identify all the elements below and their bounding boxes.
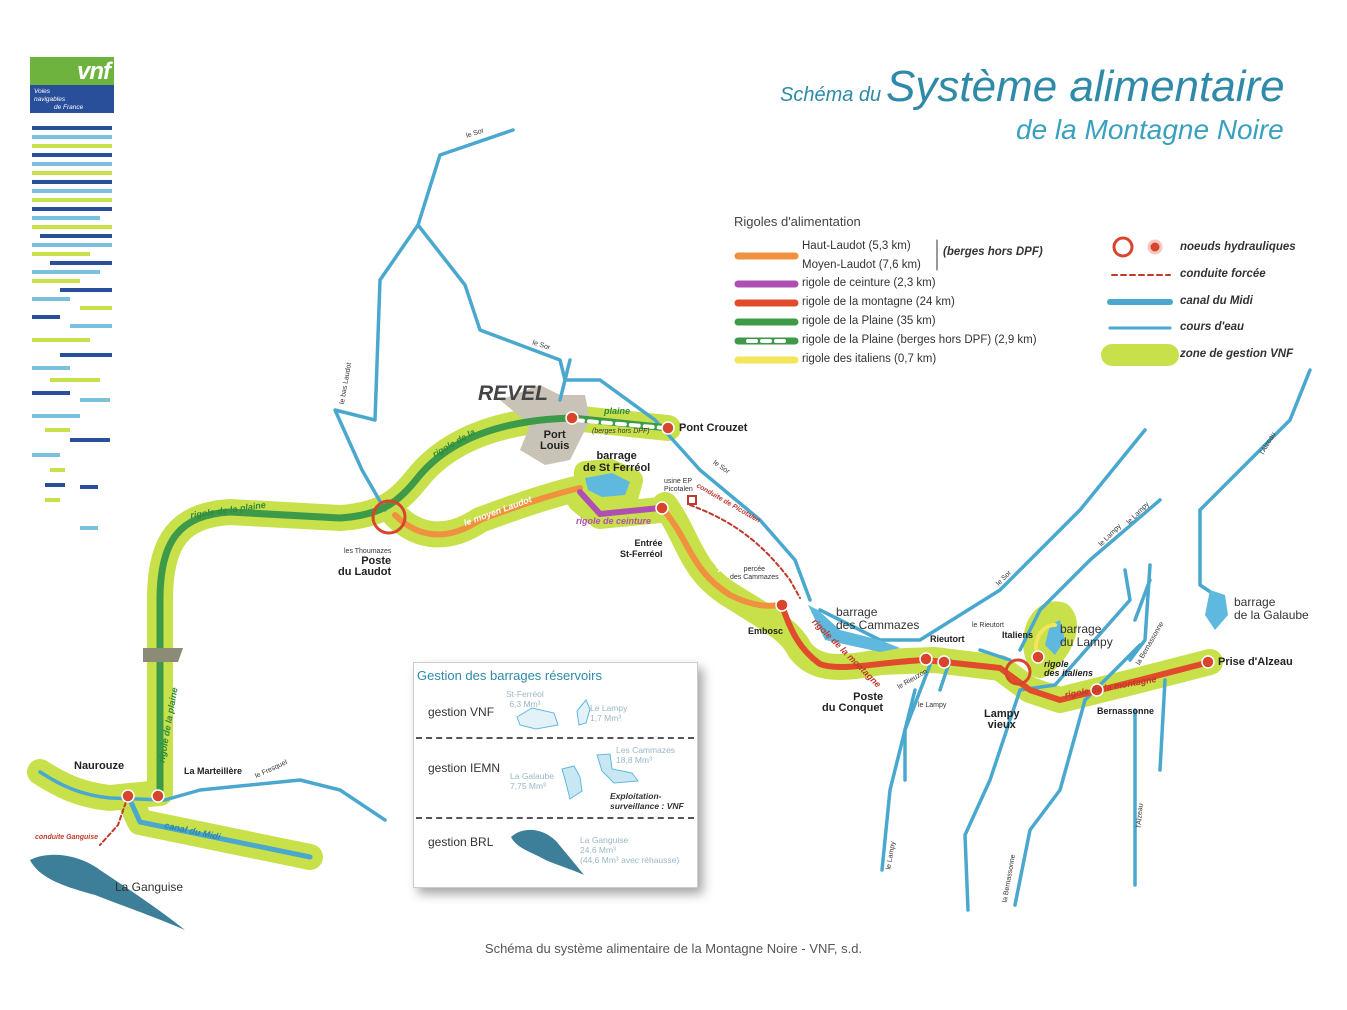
legend-swatches	[734, 236, 1179, 366]
legend-item-haut-laudot: Haut-Laudot (5,3 km)	[802, 240, 911, 252]
cammazes-shape	[596, 753, 639, 784]
label-poste-du-laudot: Poste du Laudot	[338, 555, 392, 578]
lake-ganguise	[30, 854, 185, 930]
gestion-row-vnf-label: gestion VNF	[428, 705, 495, 719]
major-node-lampy	[1004, 658, 1032, 686]
label-embosc: Embosc	[748, 626, 784, 636]
usine-picotalen-icon	[687, 495, 697, 505]
hydraulic-nodes	[121, 411, 1215, 803]
rivers	[38, 128, 1312, 912]
legend-item-canal: canal du Midi	[1180, 295, 1253, 307]
gestion-lampy: Le Lampy 1,7 Mm³	[590, 703, 628, 723]
rigole-plaine-berges-hors-dpf	[573, 418, 667, 430]
moyen-laudot	[392, 485, 583, 538]
gestion-st-ferreol: St-Ferréol 6,3 Mm³	[506, 689, 544, 709]
gestion-exploitation-note: Exploitation- surveillance : VNF	[610, 791, 684, 811]
gestion-panel: Gestion des barrages réservoirs gestion …	[413, 662, 698, 888]
revel-area	[500, 385, 590, 465]
label-barrage-de-la-galaube: barrage de la Galaube	[1234, 595, 1309, 622]
logo-tagline-1: Voies	[34, 88, 51, 95]
logo-word: vnf	[77, 58, 111, 85]
label-port-louis: Port Louis	[540, 429, 570, 452]
legend-item-italiens: rigole des italiens (0,7 km)	[802, 353, 937, 365]
legend-item-ceinture: rigole de ceinture (2,3 km)	[802, 277, 936, 289]
title-subtitle: de la Montagne Noire	[1016, 114, 1284, 145]
legend-item-plaine-berges: rigole de la Plaine (berges hors DPF) (2…	[802, 334, 1037, 346]
separator	[416, 737, 694, 739]
label-la-marteillere: La Marteillère	[184, 766, 243, 776]
lampy-shape	[576, 699, 591, 726]
legend-item-zone-vnf: zone de gestion VNF	[1180, 348, 1294, 360]
label-berges: (berges hors DPF)	[592, 428, 650, 435]
label-barrage-st-ferreol: barrage de St Ferréol	[583, 450, 651, 474]
label-bernassonne: Bernassonne	[1097, 706, 1155, 716]
label-revel: REVEL	[478, 382, 549, 405]
vnf-logo: vnf Voies navigables de France	[30, 57, 114, 113]
label-plaine: plaine	[604, 406, 631, 416]
reservoirs	[585, 473, 1228, 655]
legend-berges-note: (berges hors DPF)	[943, 246, 1043, 258]
logo-tagline-3: de France	[54, 104, 84, 111]
label-rigole-des-italiens: rigole des italiens	[1044, 659, 1094, 678]
decorative-stripes	[32, 126, 112, 530]
label-poste-du-conquet: Poste du Conquet	[822, 691, 884, 714]
lake-st-ferreol	[585, 473, 630, 497]
label-la-ganguise: La Ganguise	[115, 880, 184, 894]
conduite-ganguise	[99, 795, 129, 846]
conduite-forcee	[689, 504, 801, 599]
separator	[416, 817, 694, 819]
legend-item-noeuds: noeuds hydrauliques	[1180, 241, 1296, 253]
road-crossing	[143, 648, 183, 662]
rigole-de-ceinture	[577, 489, 663, 517]
gestion-galaube: La Galaube 7,75 Mm³	[510, 771, 554, 791]
gestion-row-iemn-label: gestion IEMN	[428, 761, 501, 775]
label-rigole-de-ceinture: rigole de ceinture	[576, 516, 652, 526]
label-usine: usine EP Picotalen	[664, 478, 693, 493]
legend-item-conduite: conduite forcée	[1180, 268, 1266, 280]
label-lampy-vieux: Lampy vieux	[984, 708, 1020, 731]
gestion-row-brl-label: gestion BRL	[428, 835, 494, 849]
title-main: Système alimentaire	[886, 62, 1285, 111]
gestion-cammazes: Les Cammazes 18,8 Mm³	[616, 745, 676, 765]
legend-item-plaine: rigole de la Plaine (35 km)	[802, 315, 936, 327]
map-caption: Schéma du système alimentaire de la Mont…	[484, 941, 863, 956]
logo-tagline-2: navigables	[34, 96, 66, 103]
label-barrage-des-cammazes: barrage des Cammazes	[836, 605, 920, 632]
label-barrage-du-lampy: barrage du Lampy	[1060, 622, 1113, 649]
gestion-title: Gestion des barrages réservoirs	[417, 668, 602, 683]
label-italiens: Italiens	[1002, 630, 1034, 640]
major-node-laudot	[371, 499, 407, 535]
label-prise-dalzeau: Prise d'Alzeau	[1218, 656, 1293, 668]
label-percee: percée des Cammazes	[730, 566, 779, 581]
label-le-rieutort: le Rieutort	[972, 622, 1004, 629]
label-les-thoumazes: les Thoumazes	[344, 548, 392, 555]
label-naurouze: Naurouze	[74, 760, 125, 772]
label-conduite-ganguise: conduite Ganguise	[35, 834, 99, 841]
label-rieutort: Rieutort	[930, 634, 965, 644]
legend-item-montagne: rigole de la montagne (24 km)	[802, 296, 955, 308]
legend-title: Rigoles d'alimentation	[734, 214, 861, 229]
lake-cammazes	[808, 605, 900, 652]
legend-item-moyen-laudot: Moyen-Laudot (7,6 km)	[802, 259, 921, 271]
legend-item-cours-eau: cours d'eau	[1180, 321, 1245, 333]
label-entree-st-ferreol: Entrée St-Ferréol	[620, 538, 663, 559]
haut-laudot	[659, 505, 785, 609]
label-river-le-lampy-c: le Lampy	[918, 702, 947, 709]
lake-galaube	[1205, 590, 1228, 630]
title-prefix: Schéma du	[780, 84, 882, 106]
ganguise-shape	[511, 829, 584, 875]
label-pont-crouzet: Pont Crouzet	[679, 422, 748, 434]
galaube-shape	[561, 765, 583, 800]
st-ferreol-shape	[516, 707, 559, 730]
lake-lampy	[1045, 620, 1065, 655]
gestion-ganguise: La Ganguise 24,6 Mm³ (44,6 Mm³ avec réha…	[580, 835, 680, 865]
